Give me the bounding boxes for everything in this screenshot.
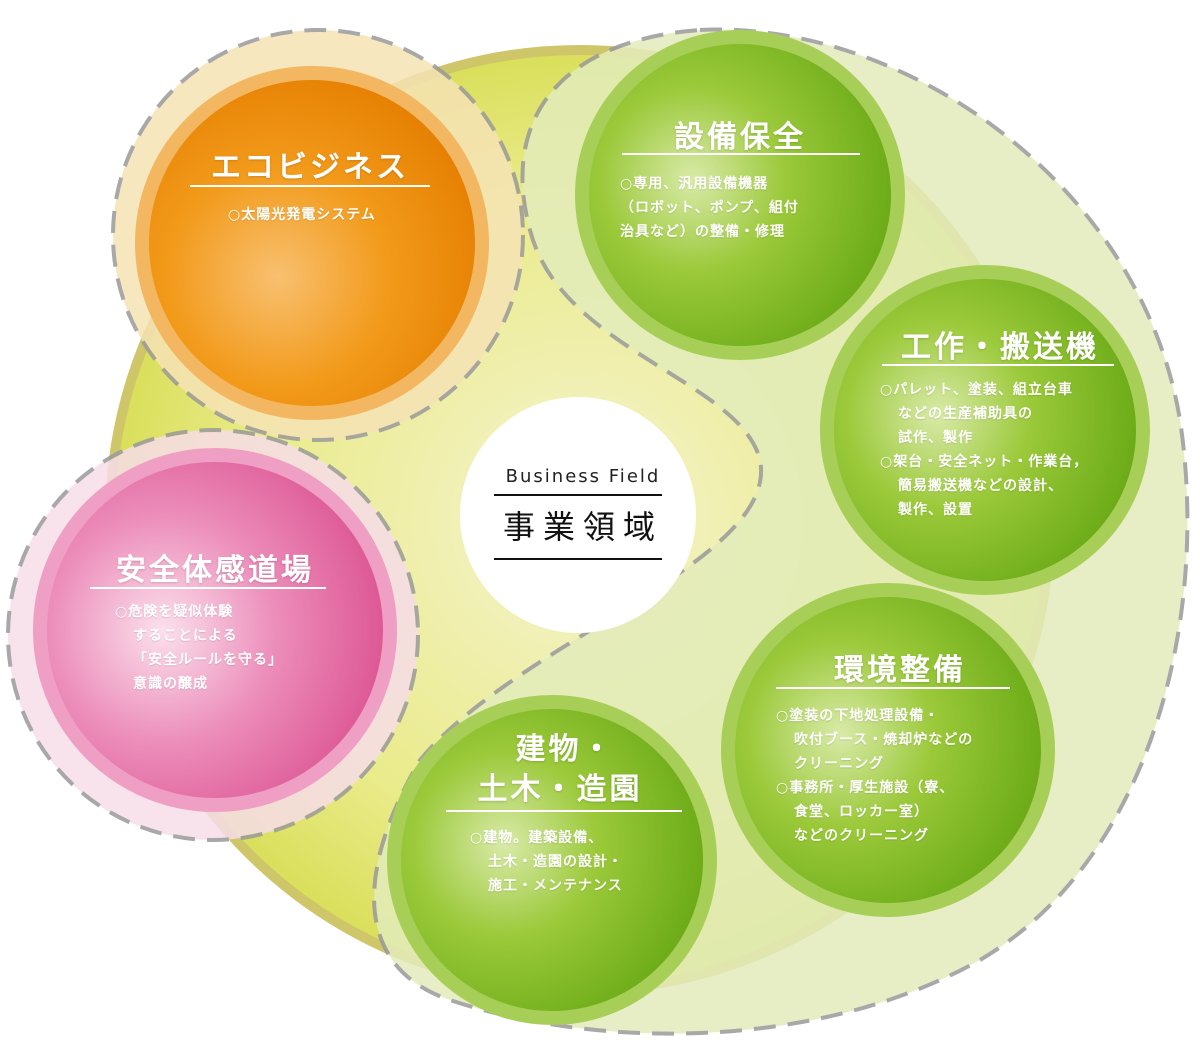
eco-items: ○太陽光発電システム — [228, 203, 376, 227]
center-rule-bottom — [494, 558, 662, 560]
center-title-ja: 事業領域 — [502, 508, 663, 546]
construction-title-line: 建物・ — [515, 732, 615, 767]
list-item: ○太陽光発電システム — [228, 207, 376, 223]
list-item: ○パレット、塗装、組立台車 — [880, 382, 1073, 398]
list-item: することによる — [133, 628, 238, 644]
list-item: 施工・メンテナンス — [488, 878, 623, 894]
list-item: などのクリーニング — [794, 828, 929, 844]
construction-bubble — [387, 695, 717, 1025]
list-item: ○建物。建築設備、 — [470, 830, 604, 846]
safety-items: ○危険を疑似体験 することによる 「安全ルールを守る」 意識の醸成 — [115, 600, 283, 696]
construction-title: 建物・ 土木・造園 — [440, 730, 680, 810]
environment-rule — [776, 687, 1010, 689]
machinery-rule — [882, 364, 1114, 366]
list-item: ○架台・安全ネット・作業台， — [880, 454, 1089, 470]
list-item: ○事務所・厚生施設（寮、 — [776, 780, 955, 796]
machinery-bubble — [820, 265, 1150, 595]
construction-items: ○建物。建築設備、 土木・造園の設計・ 施工・メンテナンス — [470, 826, 623, 898]
eco-title: エコビジネス — [211, 150, 409, 185]
list-item: 製作、設置 — [898, 502, 973, 518]
safety-bubble — [33, 448, 397, 812]
center-title-en: Business Field — [505, 466, 661, 487]
safety-rule — [90, 587, 326, 589]
maintenance-items: ○専用、汎用設備機器 （ロボット、ポンプ、組付 治具など）の整備・修理 — [620, 172, 799, 244]
list-item: などの生産補助具の — [898, 406, 1033, 422]
list-item: 簡易搬送機などの設計、 — [898, 478, 1063, 494]
list-item: 「安全ルールを守る」 — [133, 652, 283, 668]
list-item: 吹付ブース・焼却炉などの — [794, 732, 974, 748]
safety-title: 安全体感道場 — [116, 553, 314, 588]
list-item: 治具など）の整備・修理 — [620, 224, 785, 240]
environment-bubble — [721, 583, 1055, 917]
list-item: クリーニング — [794, 756, 884, 772]
list-item: 試作、製作 — [898, 430, 973, 446]
machinery-items: ○パレット、塗装、組立台車 などの生産補助具の 試作、製作 ○架台・安全ネット・… — [880, 378, 1088, 522]
center-disc — [460, 397, 696, 633]
maintenance-title: 設備保全 — [674, 120, 806, 155]
list-item: ○危険を疑似体験 — [115, 604, 234, 620]
center-rule-top — [494, 494, 662, 496]
list-item: ○専用、汎用設備機器 — [620, 176, 769, 192]
list-item: 意識の醸成 — [133, 676, 208, 692]
list-item: （ロボット、ポンプ、組付 — [620, 200, 799, 216]
eco-rule — [190, 185, 430, 187]
environment-items: ○塗装の下地処理設備・ 吹付ブース・焼却炉などの クリーニング ○事務所・厚生施… — [776, 704, 973, 848]
machinery-title: 工作・搬送機 — [901, 330, 1099, 365]
maintenance-bubble — [575, 30, 905, 360]
list-item: 食堂、ロッカー室） — [794, 804, 929, 820]
list-item: 土木・造園の設計・ — [488, 854, 623, 870]
eco-bubble — [135, 66, 489, 420]
construction-rule — [446, 810, 682, 812]
list-item: ○塗装の下地処理設備・ — [776, 708, 940, 724]
environment-title: 環境整備 — [834, 653, 966, 688]
maintenance-rule — [622, 153, 860, 155]
construction-title-line: 土木・造園 — [477, 772, 643, 807]
